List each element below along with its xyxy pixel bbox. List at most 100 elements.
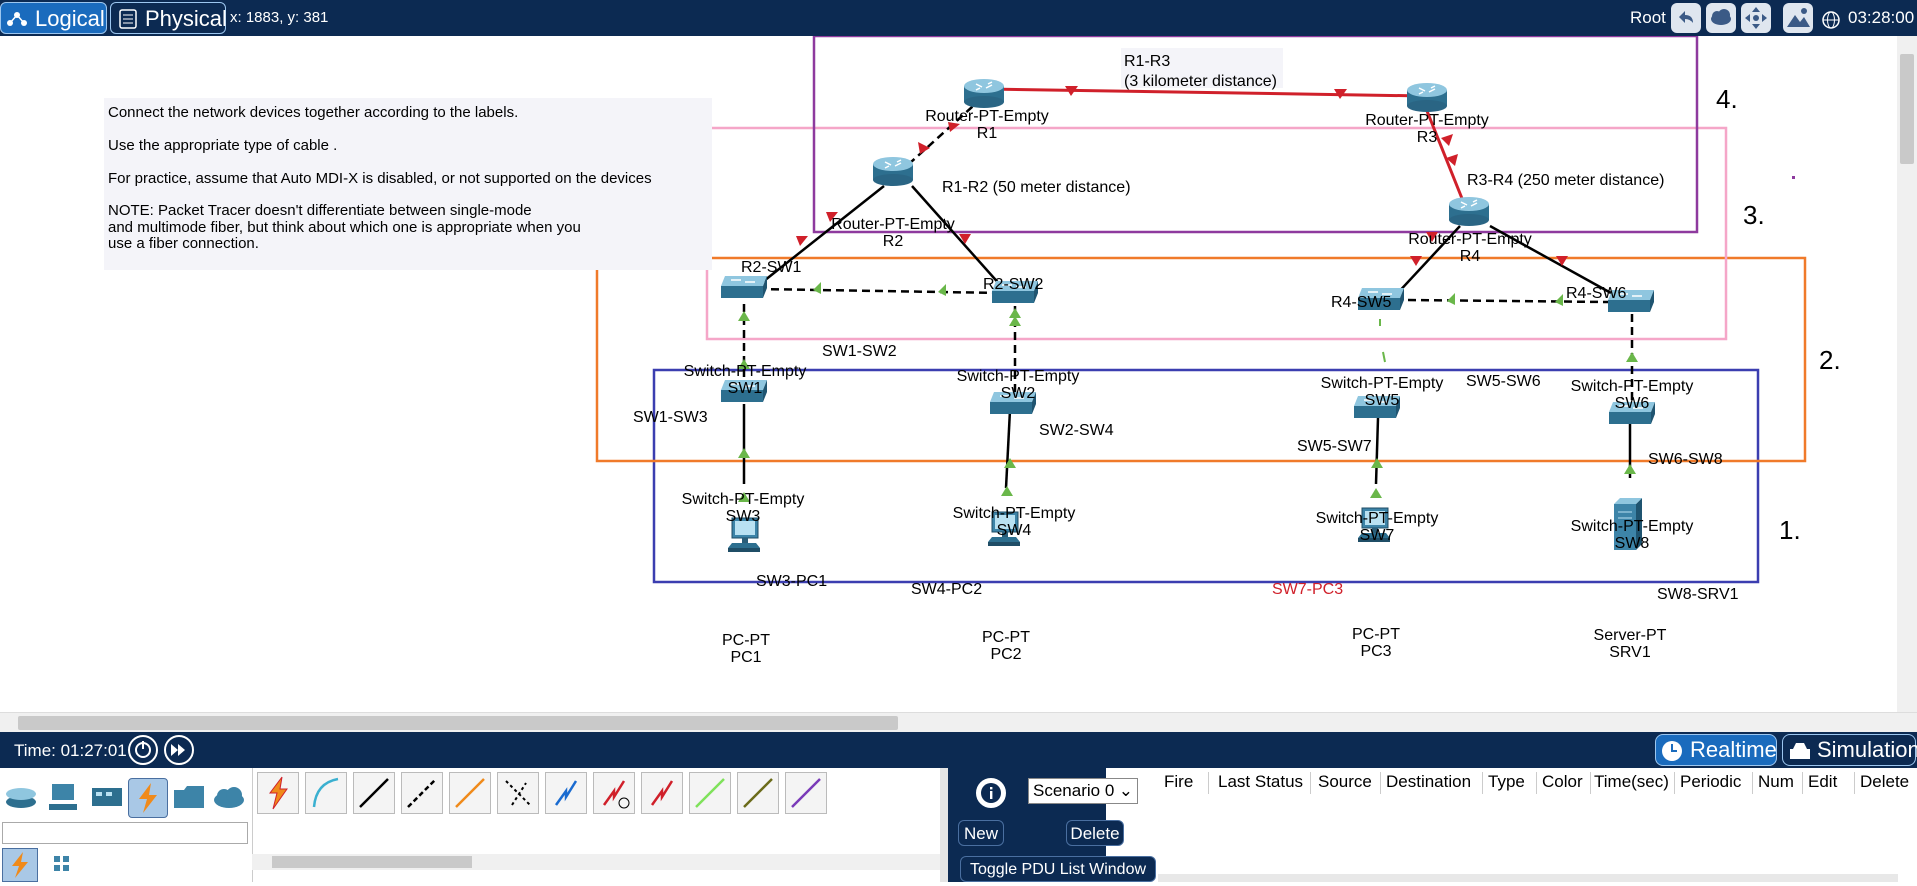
straight-through-cable-icon[interactable] — [353, 772, 395, 814]
switch-sw1[interactable] — [720, 275, 768, 299]
serial-dte-cable-icon[interactable] — [641, 772, 683, 814]
router-r4[interactable] — [1448, 196, 1490, 226]
toggle-pdu-list-button[interactable]: Toggle PDU List Window — [960, 856, 1156, 882]
link-sw3-pc1[interactable] — [738, 404, 750, 502]
link-r4-sw6[interactable] — [1489, 224, 1621, 300]
sw5-model-label: Switch-PT-Empty — [1321, 375, 1444, 392]
scenario-select[interactable]: Scenario 0 ⌄ — [1028, 778, 1138, 804]
link-r1-r2[interactable] — [899, 97, 983, 173]
link-sw1-sw3[interactable] — [738, 304, 750, 386]
column-header-periodic[interactable]: Periodic — [1680, 772, 1742, 791]
r1-name-label: R1 — [977, 125, 998, 142]
column-header-edit[interactable]: Edit — [1808, 772, 1838, 791]
usb-cable-icon[interactable] — [785, 772, 827, 814]
link-sw5-sw7[interactable] — [1379, 319, 1386, 363]
miscellaneous-category-icon[interactable] — [170, 778, 208, 816]
sw2-name-label: SW2 — [1001, 385, 1036, 402]
move-icon[interactable] — [1741, 3, 1771, 33]
root-label: Root — [1630, 8, 1666, 27]
r3-model-label: Router-PT-Empty — [1365, 112, 1489, 129]
instruction-line-4: NOTE: Packet Tracer doesn't differentiat… — [108, 202, 532, 219]
automatic-cable-icon[interactable] — [257, 772, 299, 814]
new-pdu-button[interactable]: New — [958, 820, 1004, 846]
logical-icon — [7, 12, 27, 26]
info-button[interactable] — [976, 778, 1006, 808]
delete-pdu-button[interactable]: Delete — [1066, 820, 1124, 846]
link-label-sw4-pc2: SW4-PC2 — [911, 581, 982, 598]
multiuser-category-icon[interactable] — [210, 778, 248, 816]
router-r2[interactable] — [872, 156, 914, 186]
grid-icon[interactable] — [52, 854, 72, 874]
column-header-num[interactable]: Num — [1758, 772, 1794, 791]
link-label-r4-sw5: R4-SW5 — [1331, 294, 1392, 311]
vertical-scroll-thumb[interactable] — [1900, 54, 1914, 164]
link-sw8-srv1[interactable] — [1624, 420, 1636, 478]
serial-dce-cable-icon[interactable] — [593, 772, 635, 814]
logical-view-button[interactable]: Logical — [0, 2, 107, 34]
link-sw2-sw4[interactable] — [1009, 306, 1021, 396]
bottom-panel: Scenario 0 ⌄ New Delete Toggle PDU List … — [0, 768, 1917, 882]
link-r1-r3[interactable] — [986, 86, 1426, 99]
instructions-panel — [104, 98, 712, 270]
pdu-list-table: Fire Last Status Source Destination Type… — [1158, 768, 1917, 882]
column-header-delete[interactable]: Delete — [1860, 772, 1910, 791]
cross-over-cable-icon[interactable] — [401, 772, 443, 814]
link-label-r1-r3-a: R1-R3 — [1124, 53, 1170, 70]
background-image-icon[interactable] — [1783, 3, 1813, 33]
link-sw1-sw2[interactable] — [757, 282, 1003, 296]
elapsed-time: Time: 01:27:01 — [14, 741, 127, 760]
horizontal-scrollbar[interactable] — [0, 712, 1917, 733]
column-header-fire[interactable]: Fire — [1164, 772, 1194, 791]
cable-scrollbar[interactable] — [252, 854, 940, 870]
vertical-scrollbar[interactable] — [1897, 36, 1917, 712]
components-category-icon[interactable] — [88, 778, 126, 816]
column-header-last-status[interactable]: Last Status — [1218, 772, 1304, 791]
panel-splitter[interactable] — [940, 768, 948, 882]
link-r2-sw1[interactable] — [749, 185, 885, 293]
octal-cable-icon[interactable] — [689, 772, 731, 814]
column-header-destination[interactable]: Destination — [1386, 772, 1472, 791]
iot-custom-cable-icon[interactable] — [737, 772, 779, 814]
column-header-source[interactable]: Source — [1318, 772, 1372, 791]
zone-label-1: 1. — [1779, 515, 1801, 545]
router-r1[interactable] — [963, 78, 1005, 108]
end-devices-category-icon[interactable] — [44, 778, 82, 816]
link-sw7-pc3[interactable] — [1370, 417, 1383, 498]
device-search-input[interactable] — [2, 822, 248, 844]
link-r2-sw2[interactable] — [911, 185, 1011, 297]
logical-workspace[interactable]: 1. 2. 3. 4. Connect the network devices … — [0, 34, 1917, 712]
link-r3-r4[interactable] — [1423, 105, 1467, 207]
sw6-model-label: Switch-PT-Empty — [1571, 378, 1694, 395]
top-toolbar: Logical Physical x: 1883, y: 381 Root 03… — [0, 0, 1917, 36]
horizontal-scroll-thumb[interactable] — [18, 716, 898, 730]
sw4-model-label: Switch-PT-Empty — [953, 505, 1076, 522]
cluster-cloud-icon[interactable] — [1706, 3, 1736, 33]
realtime-mode-button[interactable]: Realtime — [1655, 734, 1777, 766]
fiber-cable-icon[interactable] — [449, 772, 491, 814]
zone-rect-2 — [595, 256, 1807, 463]
power-cycle-button[interactable] — [128, 735, 158, 765]
fast-forward-button[interactable] — [164, 735, 194, 765]
column-header-time[interactable]: Time(sec) — [1594, 772, 1669, 791]
network-devices-category-icon[interactable] — [2, 778, 40, 816]
simulation-mode-button[interactable]: Simulation — [1782, 734, 1917, 766]
column-header-color[interactable]: Color — [1542, 772, 1583, 791]
phone-cable-icon[interactable] — [497, 772, 539, 814]
router-r3[interactable] — [1406, 82, 1448, 112]
pdu-table-scrollbar[interactable] — [1158, 874, 1898, 882]
link-sw6-sw8[interactable] — [1626, 314, 1638, 409]
logical-label: Logical — [35, 6, 105, 31]
column-header-type[interactable]: Type — [1488, 772, 1525, 791]
link-r4-sw5[interactable] — [1394, 225, 1461, 297]
link-label-sw7-pc3: SW7-PC3 — [1272, 581, 1343, 598]
time-bar: Time: 01:27:01 Realtime Simulation — [0, 732, 1917, 768]
link-sw4-pc2[interactable] — [1001, 409, 1016, 496]
physical-view-button[interactable]: Physical — [110, 2, 227, 34]
connections-category-icon[interactable] — [128, 778, 168, 818]
console-cable-icon[interactable] — [305, 772, 347, 814]
link-sw5-sw6[interactable] — [1407, 293, 1609, 306]
back-icon[interactable] — [1671, 3, 1701, 33]
coaxial-cable-icon[interactable] — [545, 772, 587, 814]
connections-subcategory-icon[interactable] — [2, 848, 38, 882]
sw5-name-label: SW5 — [1365, 392, 1400, 409]
